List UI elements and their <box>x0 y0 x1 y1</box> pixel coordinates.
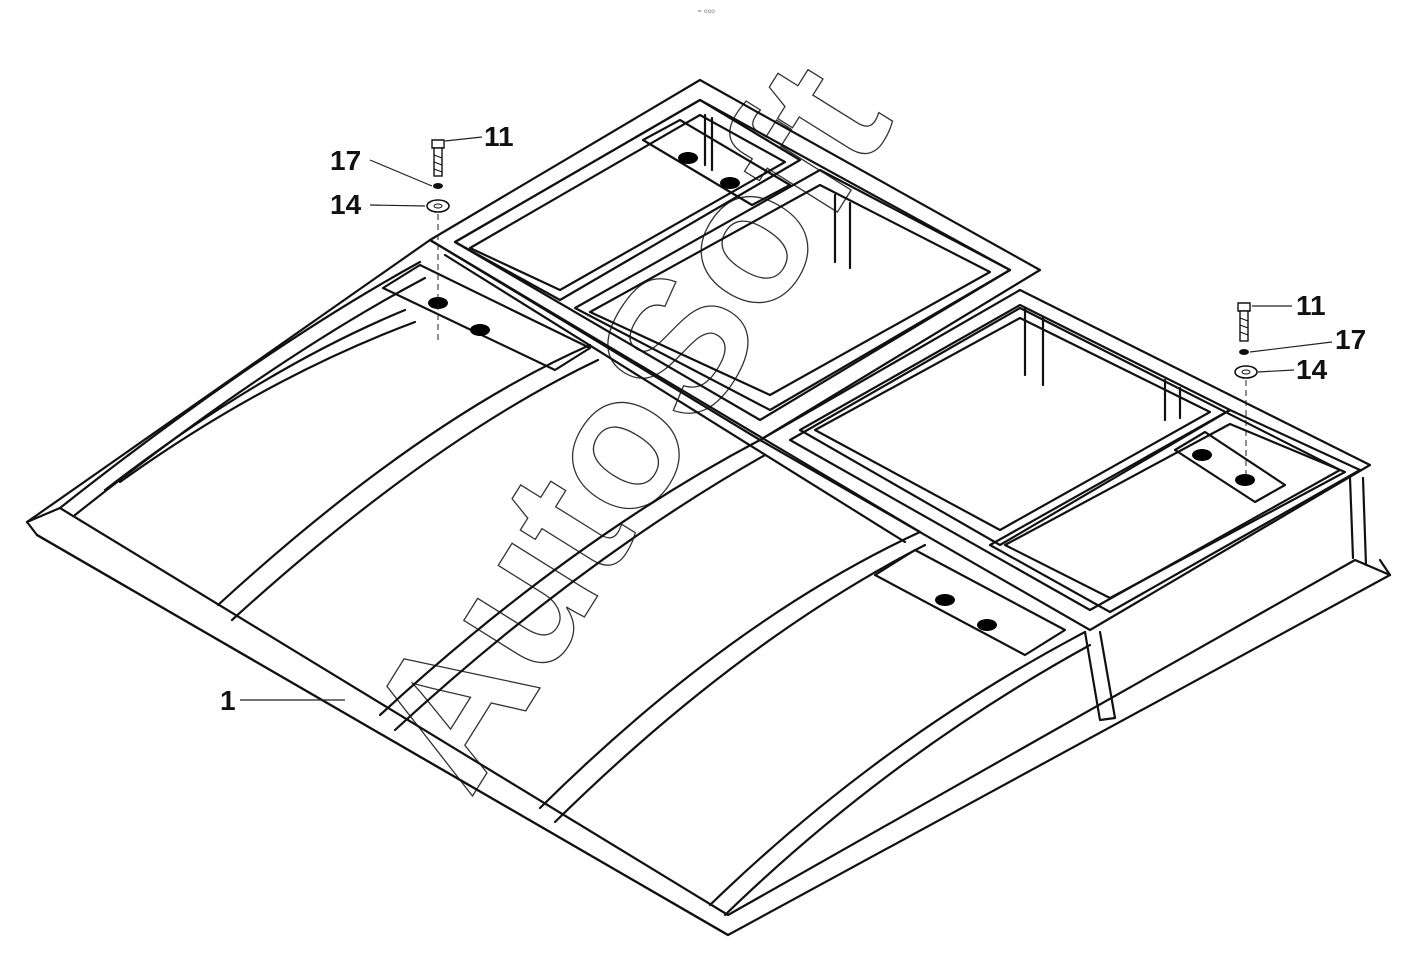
rib-1 <box>58 260 422 510</box>
bolt-head-right <box>1237 302 1251 312</box>
canopy-front-lip <box>35 533 730 937</box>
callout-11-right: 11 <box>1296 290 1326 321</box>
lock-washer-right <box>1239 349 1249 355</box>
mount-plate-top <box>641 118 792 207</box>
callout-leaders <box>240 136 1333 701</box>
callout-14-left: 14 <box>330 189 362 220</box>
upper-frame-outer <box>428 78 1042 442</box>
watermark-text: AutoSoft <box>325 29 930 821</box>
watermark: AutoSoft <box>324 29 930 823</box>
rib-5 <box>708 630 1087 907</box>
mount-plate-left <box>381 263 592 372</box>
canopy-frame <box>25 78 1392 937</box>
hardware-stack-right <box>1234 302 1258 480</box>
callout-labels: 11 17 14 11 17 14 1 <box>220 121 1366 716</box>
callout-17-left: 17 <box>330 145 361 176</box>
mount-plate-front <box>873 548 1067 657</box>
callout-11-left: 11 <box>484 121 514 152</box>
canopy-bottom-edge <box>25 520 1392 937</box>
mount-plate-right <box>1173 430 1287 504</box>
right-frame-outer <box>758 288 1372 632</box>
rib-2 <box>216 343 592 607</box>
canopy-left-edge <box>25 238 432 524</box>
rib-3 <box>378 438 762 717</box>
top-hint: ≈ ooo <box>697 8 715 15</box>
callout-1: 1 <box>220 685 236 716</box>
hardware-stack-left <box>426 139 450 340</box>
callout-17-right: 17 <box>1335 324 1366 355</box>
rib-4 <box>538 530 922 810</box>
bolt-head-left <box>431 139 445 149</box>
lock-washer-left <box>433 183 443 189</box>
callout-14-right: 14 <box>1296 354 1328 385</box>
